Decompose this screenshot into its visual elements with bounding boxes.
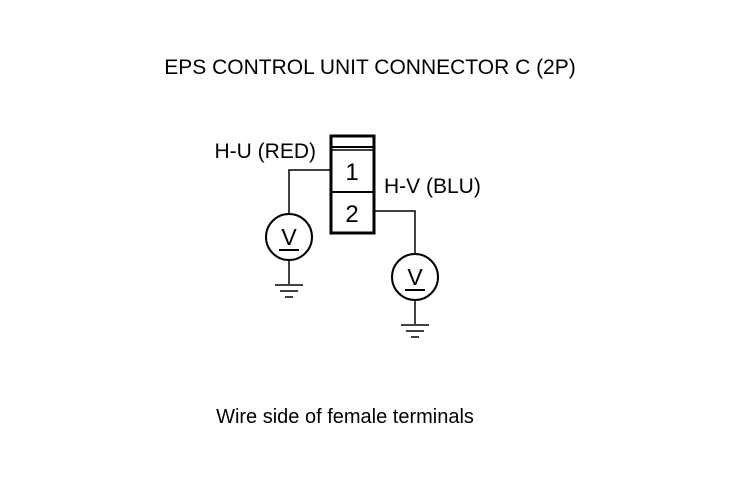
ground-icon	[401, 324, 429, 338]
connector: 1 2	[329, 134, 376, 235]
pin-2-wire-label: H-V (BLU)	[384, 175, 481, 198]
meter-2-symbol: V	[407, 264, 423, 290]
pin-1-number: 1	[345, 159, 358, 186]
voltmeter-icon: V	[265, 213, 313, 261]
diagram-caption: Wire side of female terminals	[216, 406, 474, 428]
meter-1-symbol: V	[281, 224, 297, 250]
pin-2-probe-wire	[374, 210, 416, 254]
connector-housing	[329, 134, 376, 235]
ground-icon	[275, 284, 303, 298]
pin-2-number: 2	[345, 201, 358, 228]
voltmeter-icon: V	[391, 253, 439, 301]
pin-1-wire-label: H-U (RED)	[215, 140, 316, 163]
pin-1-probe-wire	[288, 169, 331, 214]
diagram-title: EPS CONTROL UNIT CONNECTOR C (2P)	[164, 56, 576, 79]
